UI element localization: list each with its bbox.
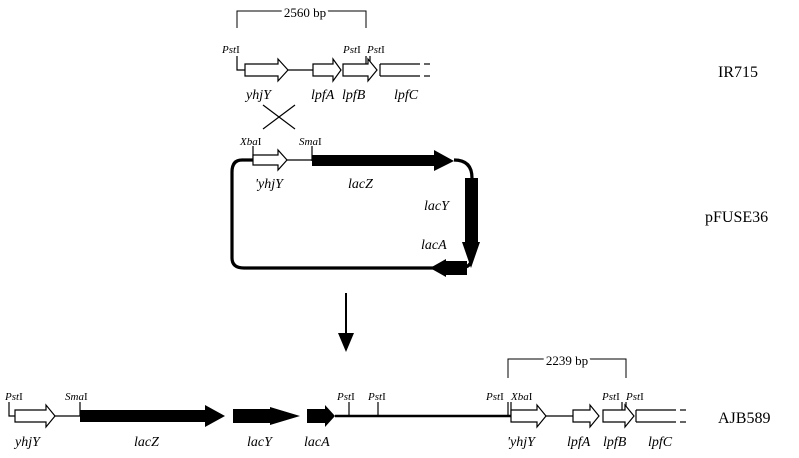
bottom-pst-site-3: PstI [367, 391, 386, 403]
top-yhjY-arrow [244, 57, 289, 83]
plasmid-construct: XbaI SmaI 'yhjY lacZ lacY lacA pFUSE36 [230, 136, 768, 277]
bottom-construct: 2239 bp PstI SmaI PstI PstI PstI XbaI Ps… [4, 350, 770, 450]
top-distance-label: 2560 bp [284, 5, 326, 20]
bottom-pst-site-5: PstI [601, 391, 620, 403]
top-pst-site-3: PstI [366, 44, 385, 56]
plasmid-lacZ-label: lacZ [348, 177, 373, 192]
bottom-pst-site-1: PstI [4, 391, 23, 403]
bottom-yhjY-label: yhjY [13, 435, 42, 450]
top-pst-site-2: PstI [342, 44, 361, 56]
bottom-lacZ-label: lacZ [134, 435, 159, 450]
crossover-x [262, 104, 296, 130]
bottom-lpfB-arrow [602, 403, 635, 429]
top-yhjY-label: yhjY [244, 88, 273, 103]
bottom-pst-site-6: PstI [625, 391, 644, 403]
bottom-pst-site-1-mark [8, 402, 15, 417]
bottom-lacY-label: lacY [247, 435, 274, 450]
top-lpfA-arrow [312, 57, 342, 83]
bottom-lpfA-arrow [572, 403, 600, 429]
bottom-distance-bracket [507, 358, 627, 378]
top-lpfC-label: lpfC [394, 88, 419, 103]
plasmid-lacA-label: lacA [421, 238, 447, 253]
plasmid-lacY-label: lacY [424, 199, 451, 214]
bottom-pst-site-2: PstI [336, 391, 355, 403]
plasmid-construct-name: pFUSE36 [705, 209, 768, 226]
bottom-lacY-arrow [233, 407, 300, 425]
bottom-lpfA-label: lpfA [567, 435, 591, 450]
top-pst-site-1: PstI [221, 44, 240, 56]
top-pst-site-1-mark [236, 56, 245, 71]
plasmid-lacA-arrow [430, 259, 467, 277]
result-arrow [338, 293, 354, 352]
top-construct-name: IR715 [718, 64, 758, 81]
top-lpfB-arrow [342, 57, 378, 83]
bottom-construct-name: AJB589 [718, 410, 770, 427]
top-distance-bracket [236, 10, 367, 28]
plasmid-backbone [230, 158, 474, 270]
bottom-lpfB-label: lpfB [603, 435, 627, 450]
plasmid-yhjY-arrow [252, 148, 288, 172]
bottom-yhjY-arrow [14, 403, 56, 429]
plasmid-yhjY-label: 'yhjY [255, 177, 285, 192]
plasmid-xba-site: XbaI [239, 136, 262, 148]
top-lpfC-box [379, 63, 430, 77]
plasmid-sma-site: SmaI [299, 136, 322, 148]
bottom-yhjY2-label: 'yhjY [507, 435, 537, 450]
bottom-lacA-label: lacA [304, 435, 330, 450]
top-lpfA-label: lpfA [311, 88, 335, 103]
plasmid-lacY-arrow [462, 178, 480, 268]
top-lpfB-label: lpfB [342, 88, 366, 103]
plasmid-lacZ-arrow [312, 150, 454, 171]
bottom-lpfC-label: lpfC [648, 435, 673, 450]
bottom-xba-site: XbaI [510, 391, 533, 403]
bottom-lacZ-arrow [80, 405, 225, 427]
bottom-pst-site-4: PstI [485, 391, 504, 403]
bottom-yhjY2-arrow [510, 403, 547, 429]
bottom-sma-site: SmaI [65, 391, 88, 403]
top-construct: 2560 bp PstI PstI PstI yhjY lpfA lpfB lp… [221, 2, 758, 103]
bottom-distance-label: 2239 bp [546, 353, 588, 368]
bottom-lpfC-box [635, 409, 686, 423]
bottom-lacA-arrow [307, 405, 335, 427]
